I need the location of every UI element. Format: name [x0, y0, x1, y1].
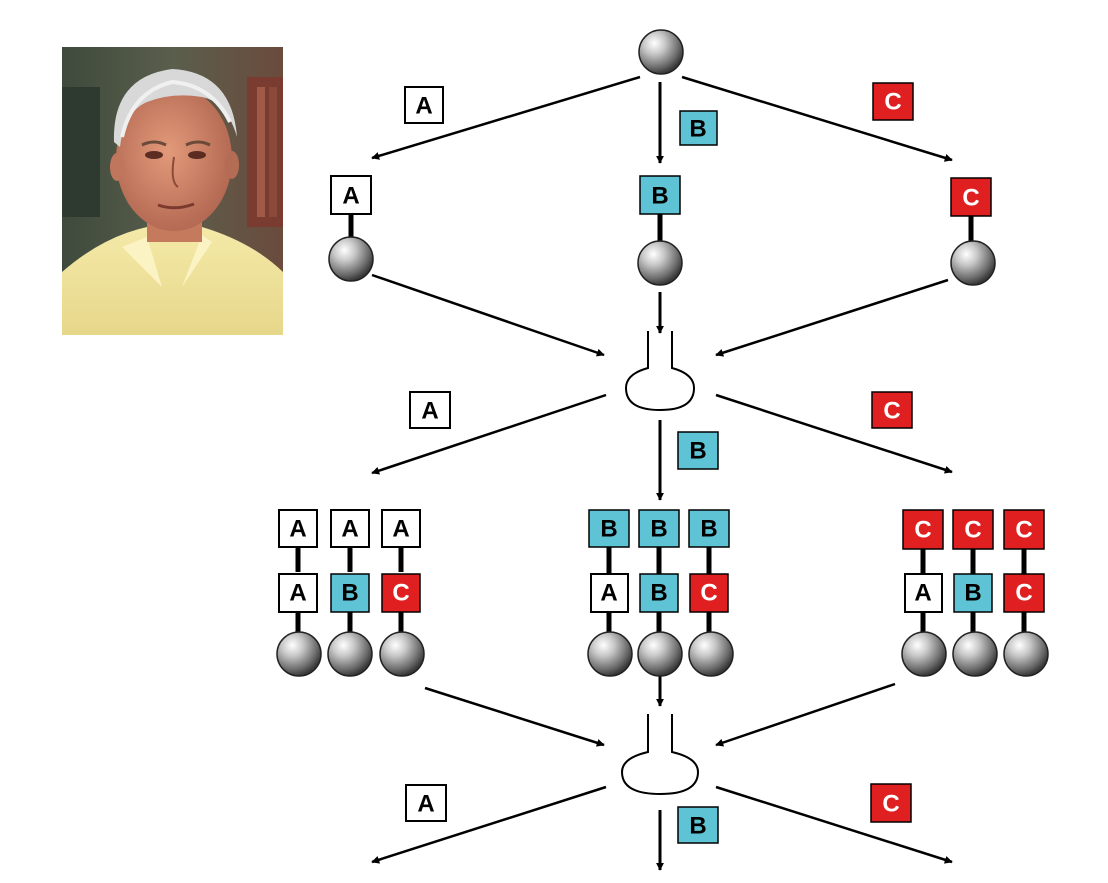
- label-b-text: B: [689, 438, 706, 465]
- bead-with-c: C: [950, 177, 996, 286]
- portrait-photo: [62, 47, 283, 335]
- residue-b-text: B: [650, 580, 667, 607]
- label-b: B: [677, 806, 719, 844]
- label-c: C: [870, 783, 912, 823]
- label-c-text: C: [882, 791, 899, 818]
- arrow: [371, 273, 605, 357]
- resin-bead: [637, 631, 683, 677]
- arrow: [715, 278, 949, 357]
- residue-b-text: B: [650, 516, 667, 543]
- arrow: [371, 393, 607, 475]
- arrow: [371, 75, 641, 160]
- resin-bead: [327, 631, 373, 677]
- group-a-products: A A A B A C: [276, 509, 425, 677]
- resin-bead: [328, 236, 374, 282]
- label-b-text: B: [689, 116, 706, 143]
- arrow: [681, 75, 953, 162]
- residue-c-text: C: [392, 580, 409, 607]
- label-c: C: [872, 82, 914, 121]
- residue-a-text: A: [341, 516, 358, 543]
- resin-bead: [1003, 631, 1049, 677]
- label-a-text: A: [417, 791, 434, 818]
- residue-a-text: A: [914, 580, 931, 607]
- label-b: B: [677, 431, 719, 470]
- residue-a-text: A: [289, 580, 306, 607]
- resin-bead: [950, 240, 996, 286]
- bead-with-a: A: [328, 175, 374, 282]
- residue-b-text: B: [700, 516, 717, 543]
- group-b-products: B A B B B C: [587, 509, 734, 677]
- label-b: B: [679, 110, 718, 146]
- resin-bead: [638, 29, 684, 75]
- resin-bead: [901, 631, 947, 677]
- arrow: [715, 785, 953, 864]
- label-c-text: C: [883, 398, 900, 425]
- residue-a-text: A: [392, 516, 409, 543]
- residue-c-text: C: [962, 185, 979, 212]
- resin-bead: [276, 631, 322, 677]
- arrow: [715, 393, 953, 474]
- arrow: [715, 682, 896, 747]
- resin-bead: [379, 631, 425, 677]
- residue-b-text: B: [341, 580, 358, 607]
- residue-a-text: A: [342, 183, 359, 210]
- residue-c-text: C: [700, 580, 717, 607]
- residue-a-text: A: [289, 516, 306, 543]
- label-a: A: [404, 86, 444, 124]
- residue-c-text: C: [1015, 580, 1032, 607]
- residue-a-text: A: [600, 580, 617, 607]
- group-c-products: C A C B C C: [901, 509, 1049, 677]
- pooling-flask: [624, 331, 696, 412]
- label-a-text: A: [421, 398, 438, 425]
- resin-bead: [688, 631, 734, 677]
- residue-c-text: C: [964, 517, 981, 544]
- label-c: C: [871, 391, 913, 429]
- resin-bead: [637, 240, 683, 286]
- label-a: A: [409, 391, 451, 429]
- label-a: A: [405, 784, 447, 822]
- residue-b-text: B: [600, 516, 617, 543]
- resin-bead: [952, 631, 998, 677]
- label-c-text: C: [884, 89, 901, 116]
- label-b-text: B: [689, 813, 706, 840]
- residue-b-text: B: [964, 580, 981, 607]
- residue-c-text: C: [914, 517, 931, 544]
- arrow: [371, 785, 607, 864]
- resin-bead: [587, 631, 633, 677]
- arrow: [424, 686, 605, 747]
- pooling-flask: [620, 714, 700, 796]
- residue-c-text: C: [1015, 517, 1032, 544]
- label-a-text: A: [415, 93, 432, 120]
- residue-b-text: B: [651, 183, 668, 210]
- bead-with-b: B: [637, 175, 683, 286]
